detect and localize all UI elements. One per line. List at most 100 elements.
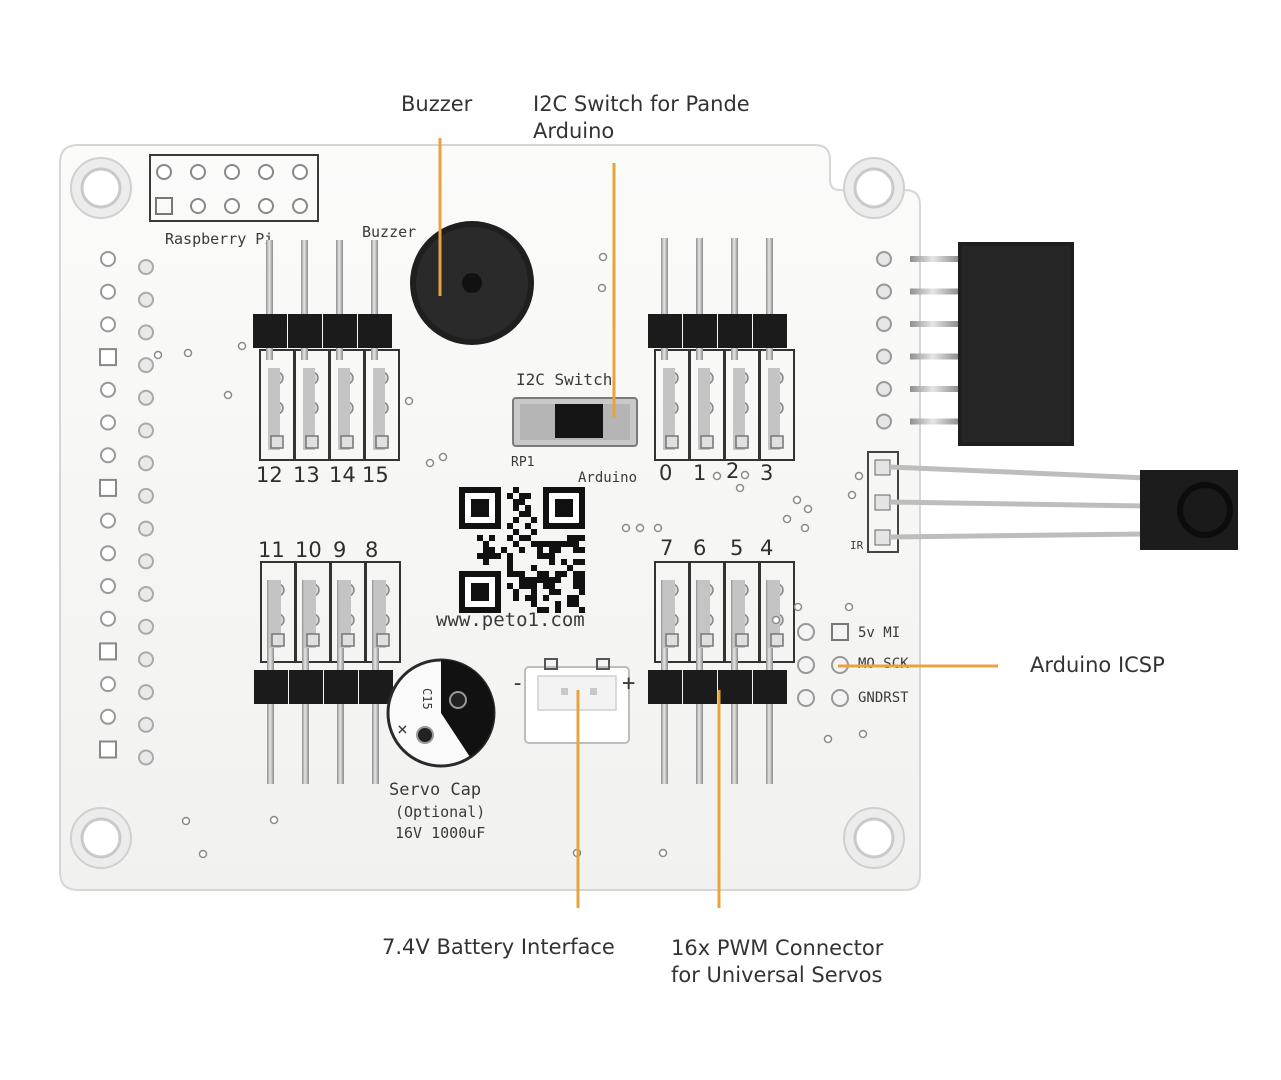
- qr-module: [567, 601, 573, 607]
- qr-module: [519, 547, 525, 553]
- qr-module: [579, 583, 585, 589]
- qr-module: [531, 601, 537, 607]
- qr-code: [459, 487, 585, 613]
- battery-callout: 7.4V Battery Interface: [382, 935, 615, 959]
- qr-module: [561, 571, 567, 577]
- pin-outline: [759, 349, 795, 461]
- via: [635, 523, 645, 533]
- via: [735, 483, 745, 493]
- pin-block: [254, 670, 288, 704]
- qr-module: [549, 589, 555, 595]
- pad: [797, 689, 815, 707]
- qr-module: [573, 583, 579, 589]
- i2c-switch-component: [512, 397, 638, 447]
- qr-module: [525, 511, 531, 517]
- header-pin: [358, 240, 400, 461]
- pad: [138, 749, 154, 766]
- pad-square: [735, 633, 749, 647]
- pin: [696, 238, 703, 360]
- icsp-row1-label: 5v MI: [858, 625, 900, 641]
- pad: [876, 413, 892, 430]
- qr-module: [477, 535, 483, 541]
- channel-labels-bottom-right: 7 6 5 4: [660, 536, 773, 560]
- pad-square: [375, 435, 389, 449]
- pin-outline: [364, 349, 400, 461]
- channel-label: 13: [293, 463, 320, 487]
- qr-module: [483, 559, 489, 565]
- qr-module: [483, 541, 489, 547]
- pin-block: [289, 670, 323, 704]
- mounting-holes: [70, 157, 905, 869]
- qr-module: [525, 523, 531, 529]
- i2c-switch-silk-label: I2C Switch: [516, 370, 612, 389]
- qr-module: [573, 547, 579, 553]
- icsp-row2-label: MO SCK: [858, 656, 909, 672]
- qr-module: [489, 553, 495, 559]
- qr-module: [567, 541, 573, 547]
- qr-module: [543, 583, 549, 589]
- qr-module: [531, 589, 537, 595]
- raspberry-pi-header: [149, 154, 319, 222]
- qr-module: [573, 601, 579, 607]
- qr-module: [519, 577, 525, 583]
- pad: [138, 487, 154, 504]
- qr-module: [537, 541, 543, 547]
- via: [223, 390, 233, 400]
- pin-outline: [365, 561, 401, 663]
- pin: [910, 418, 960, 425]
- pad-square: [700, 633, 714, 647]
- pad: [100, 381, 116, 398]
- pad: [224, 198, 240, 214]
- via: [658, 848, 668, 858]
- pad-square: [271, 633, 285, 647]
- qr-module: [501, 547, 507, 553]
- qr-module: [549, 583, 555, 589]
- qr-module: [567, 565, 573, 571]
- pin-block: [253, 314, 287, 348]
- via: [153, 350, 163, 360]
- pin-block: [718, 314, 752, 348]
- pin-block: [718, 670, 752, 704]
- channel-label: 15: [362, 463, 389, 487]
- pad: [100, 676, 116, 693]
- header-pin: [753, 561, 795, 784]
- pad: [138, 422, 154, 439]
- via: [844, 602, 854, 612]
- channel-label: 2: [726, 459, 739, 483]
- qr-module: [531, 565, 537, 571]
- pad: [100, 578, 116, 594]
- pad-square: [306, 633, 320, 647]
- trace: [698, 580, 710, 648]
- qr-module: [573, 571, 579, 577]
- pad: [190, 198, 206, 214]
- via: [771, 615, 781, 625]
- via: [793, 602, 803, 612]
- raspberry-pi-label: Raspberry Pi: [165, 230, 273, 248]
- pad: [99, 478, 117, 497]
- pad-square: [270, 435, 284, 449]
- pad: [797, 656, 815, 674]
- qr-finder: [471, 499, 489, 517]
- channel-label: 10: [295, 538, 322, 562]
- icsp-callout: Arduino ICSP: [1030, 653, 1165, 677]
- svg-text:×: ×: [397, 719, 408, 740]
- qr-module: [507, 535, 513, 541]
- header-pin: [648, 238, 690, 461]
- pad: [138, 291, 154, 308]
- trace: [339, 580, 351, 648]
- pad: [138, 651, 154, 668]
- qr-module: [555, 577, 561, 583]
- ir-label: IR: [850, 539, 864, 552]
- qr-module: [531, 583, 537, 589]
- qr-module: [531, 541, 537, 547]
- qr-module: [483, 553, 489, 559]
- qr-module: [531, 595, 537, 601]
- channel-label: 3: [760, 461, 773, 485]
- via: [712, 471, 722, 481]
- qr-module: [519, 535, 525, 541]
- qr-module: [567, 595, 573, 601]
- qr-module: [519, 499, 525, 505]
- qr-module: [507, 553, 513, 559]
- pin-block: [288, 314, 322, 348]
- qr-module: [561, 559, 567, 565]
